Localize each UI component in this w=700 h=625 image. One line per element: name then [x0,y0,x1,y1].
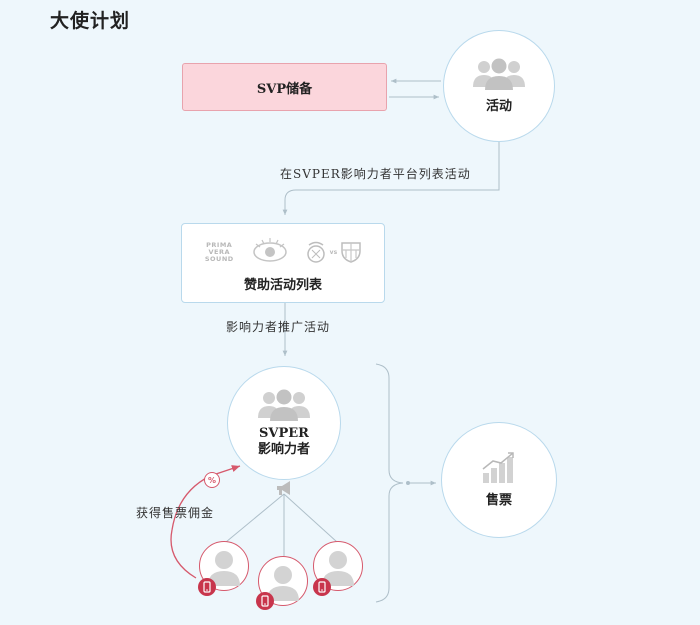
brace-bracket [375,363,404,603]
primavera-sound-logo: PRIMA VERA SOUND [204,240,234,263]
svper-influencer-node: SVPER 影响力者 [227,366,341,480]
follower-avatar-3 [313,541,363,591]
ticket-sales-label: 售票 [485,493,512,508]
activity-label: 活动 [485,99,512,114]
commission-arrow [170,465,241,579]
sponsored-activity-list-node: PRIMA VERA SOUND vs 赞助活动列表 [181,223,385,303]
svper-label-line1: SVPER [259,426,309,441]
ticket-sales-node: 售票 [441,422,557,538]
svp-reserve-label: SVP储备 [256,81,313,97]
mobile-phone-badge-icon [256,592,274,610]
activity-node: 活动 [443,30,555,142]
edge-label-list-on-platform: 在SVPER影响力者平台列表活动 [280,167,471,181]
sponsored-activity-list-label: 赞助活动列表 [243,278,322,293]
svper-label-line2: 影响力者 [257,442,310,457]
branch-right [283,493,338,543]
group-people-icon [258,389,310,421]
branch-left [225,493,285,543]
svp-reserve-node: SVP储备 [182,63,387,111]
sponsor-logos: PRIMA VERA SOUND vs [182,236,384,268]
person-icon [267,566,299,601]
person-icon [208,551,240,586]
page-title: 大使计划 [50,10,131,32]
group-people-icon [473,58,525,90]
match-logos: vs [306,240,361,264]
growth-chart-icon [482,452,514,483]
edge-label-commission: 获得售票佣金 [136,506,215,520]
mobile-phone-badge-icon [313,578,331,596]
arrow-activity-to-sponsor-list [282,142,500,215]
mobile-phone-badge-icon [198,578,216,596]
edge-label-promote: 影响力者推广活动 [226,320,331,334]
festival-eye-logo-icon [252,238,287,262]
percent-badge-icon: % [204,472,220,488]
football-shield-icon [341,242,361,263]
megaphone-icon [277,481,290,495]
football-crest-icon [306,241,325,263]
